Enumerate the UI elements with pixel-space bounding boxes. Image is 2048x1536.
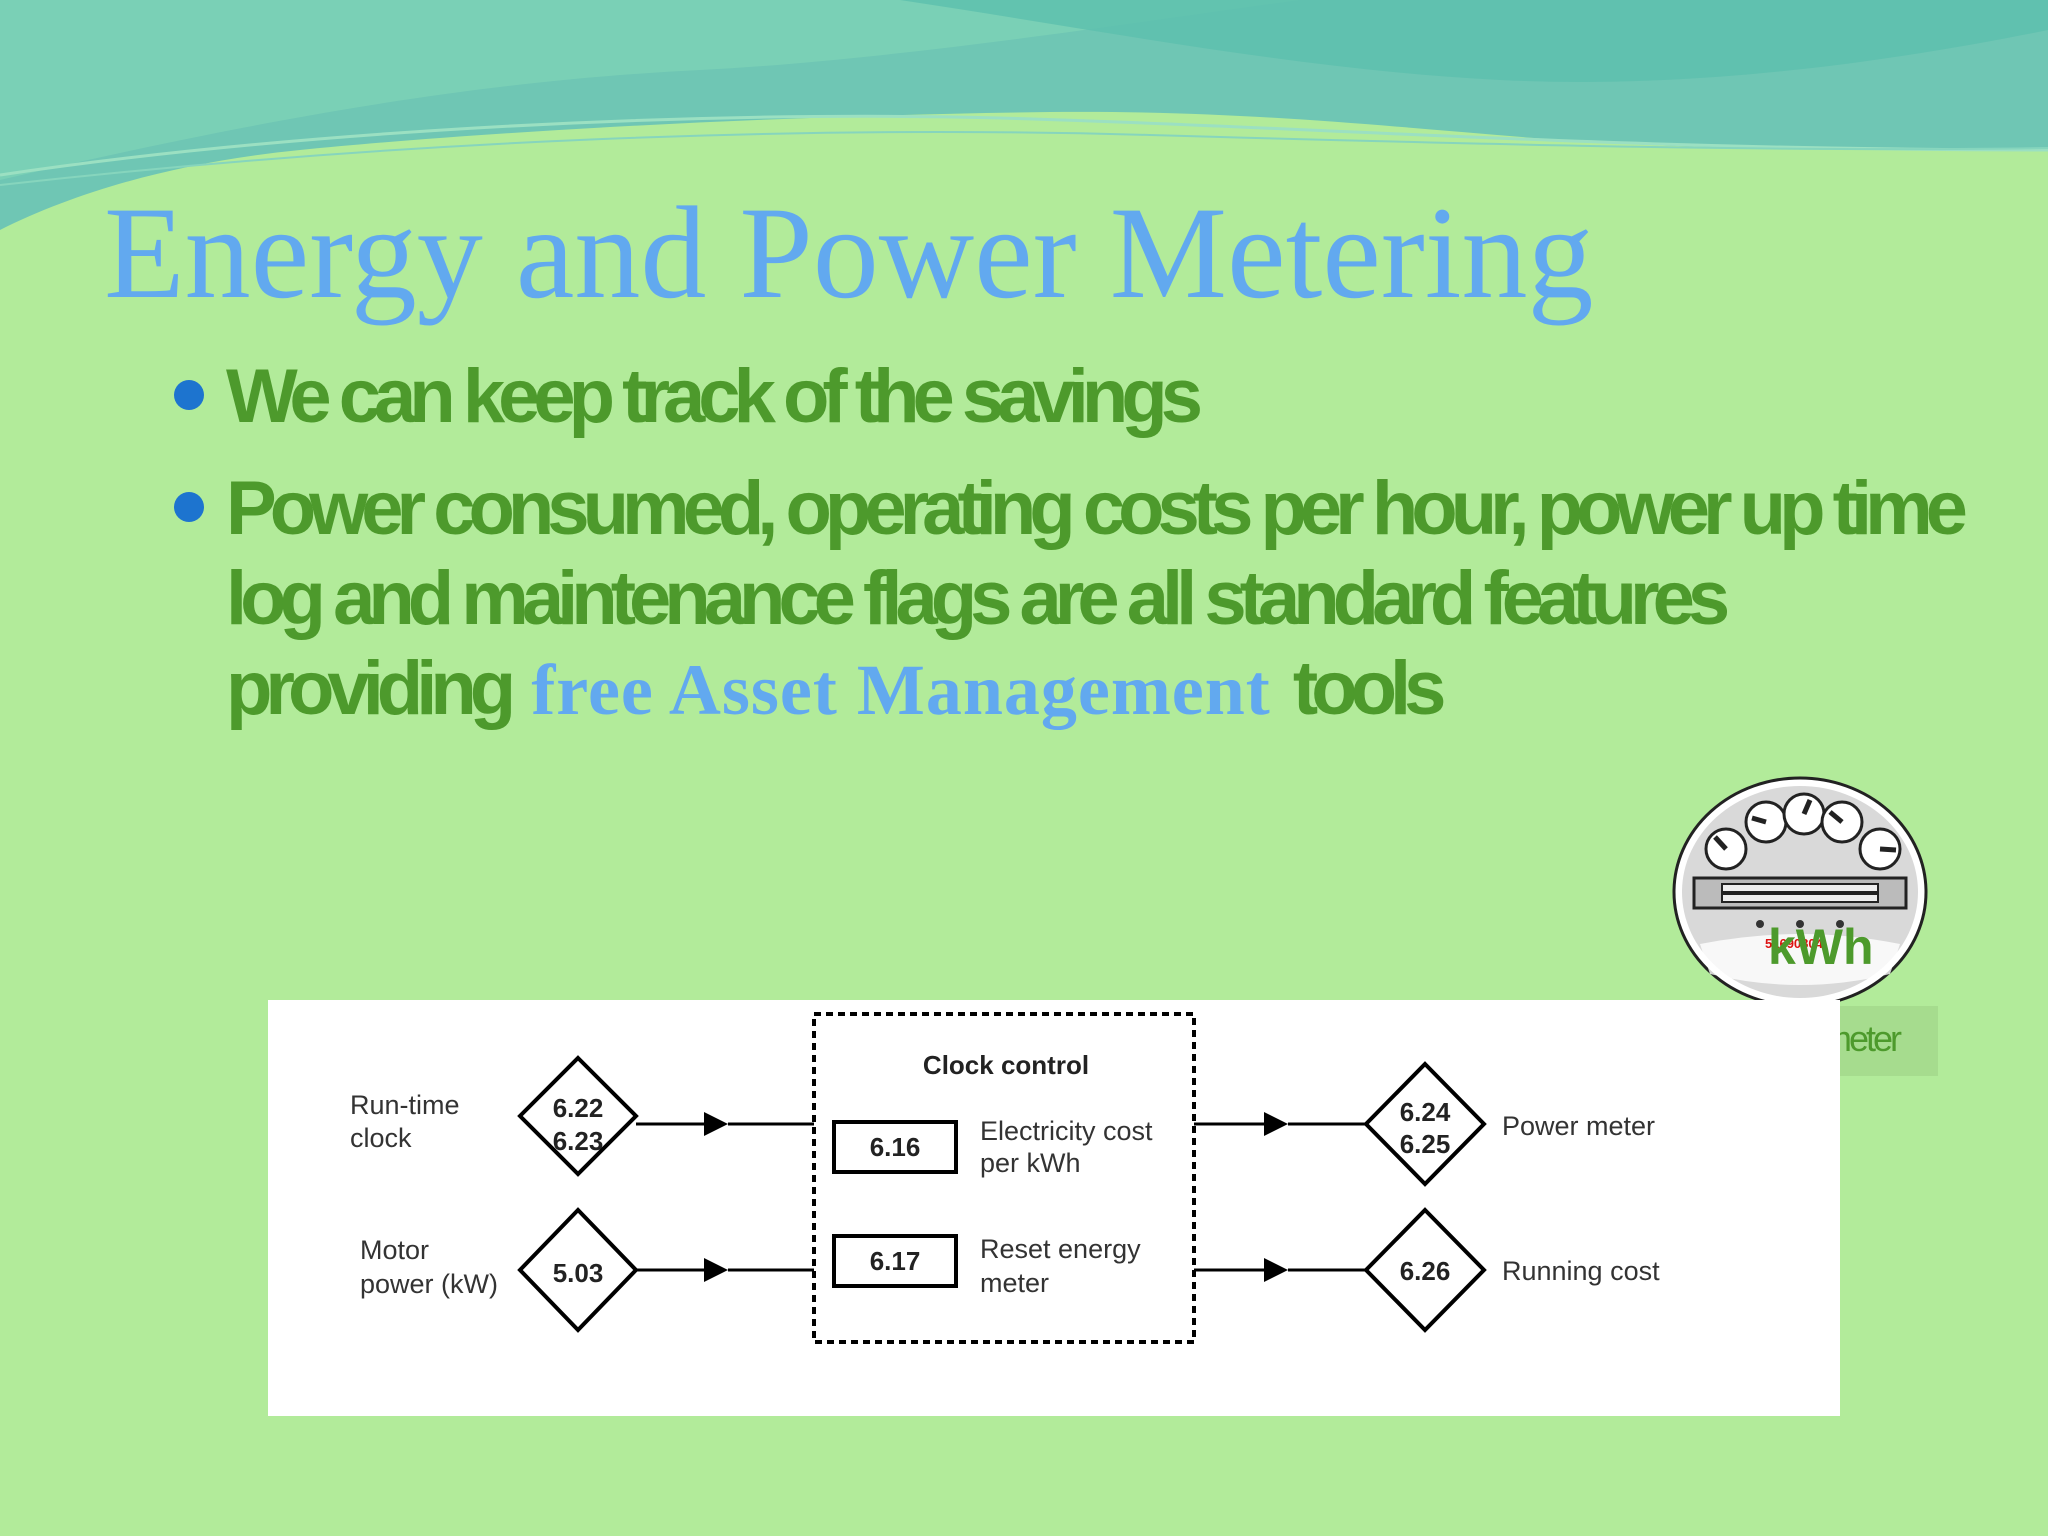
arrow-head-icon: [704, 1112, 728, 1136]
param-label: meter: [980, 1268, 1049, 1298]
output-diamond: [1363, 1207, 1487, 1333]
meter-display-digits: 51690804: [1765, 936, 1824, 951]
bullet-highlight: free Asset Management: [531, 650, 1271, 730]
bullet-dot-icon: [174, 380, 204, 410]
bullet-text-end: tools: [1278, 646, 1447, 731]
bullet-list: We can keep track of the savings Power c…: [170, 352, 1970, 735]
param-code: 6.16: [870, 1132, 921, 1162]
diagram-canvas: Run-time clock 6.22 6.23 Motor power (kW…: [350, 1012, 1660, 1344]
param-box: [832, 1234, 958, 1288]
output-label: Running cost: [1502, 1256, 1660, 1286]
output-label: Power meter: [1502, 1111, 1655, 1141]
input-label: Motor: [360, 1235, 429, 1265]
meter-unit-label: kWh: [1768, 919, 1874, 975]
clock-control-box: [812, 1012, 1196, 1344]
clock-control-title: Clock control: [923, 1050, 1089, 1080]
output-code: 6.24: [1400, 1097, 1451, 1127]
bullet-dot-icon: [174, 492, 204, 522]
param-code: 6.17: [870, 1246, 921, 1276]
input-label: Run-time: [350, 1090, 460, 1120]
output-diamond: [1363, 1061, 1487, 1187]
input-label: power (kW): [360, 1269, 498, 1299]
param-label: Electricity cost: [980, 1116, 1153, 1146]
param-label: Reset energy: [980, 1234, 1141, 1264]
arrow-head-icon: [704, 1258, 728, 1282]
input-code: 6.23: [553, 1126, 604, 1156]
input-code: 5.03: [553, 1258, 604, 1288]
header-wave-decoration: [0, 0, 2048, 230]
input-code: 6.22: [553, 1093, 604, 1123]
arrow-head-icon: [1264, 1112, 1288, 1136]
clock-control-diagram: Run-time clock 6.22 6.23 Motor power (kW…: [268, 1000, 1840, 1416]
bullet-text: Power consumed, operating costs per hour…: [226, 466, 1968, 731]
arrow-head-icon: [1264, 1258, 1288, 1282]
input-diamond: [517, 1207, 639, 1333]
param-box: [832, 1120, 958, 1174]
input-diamond: [517, 1055, 639, 1177]
output-code: 6.26: [1400, 1256, 1451, 1286]
input-label: clock: [350, 1123, 412, 1153]
param-label: per kWh: [980, 1148, 1081, 1178]
slide-title: Energy and Power Metering: [104, 179, 1594, 326]
bullet-text: We can keep track of the savings: [226, 354, 1203, 439]
dial-icon: [1704, 792, 1902, 871]
output-code: 6.25: [1400, 1129, 1451, 1159]
energy-meter-illustration: 51690804 kWh: [1672, 776, 1928, 1008]
bullet-item: We can keep track of the savings: [170, 352, 1970, 442]
bullet-item: Power consumed, operating costs per hour…: [170, 464, 1970, 735]
